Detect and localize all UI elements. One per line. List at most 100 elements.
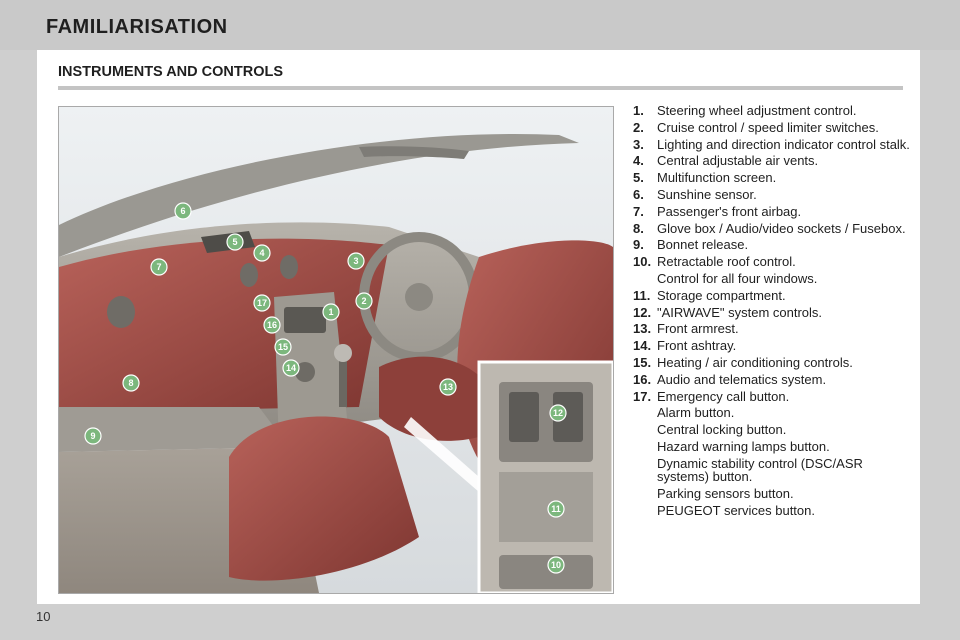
legend-item-text: PEUGEOT services button. bbox=[657, 502, 815, 518]
svg-text:7: 7 bbox=[156, 262, 161, 272]
legend-item-number: 5. bbox=[633, 170, 644, 186]
svg-text:12: 12 bbox=[553, 408, 563, 418]
callout-9: 9 bbox=[84, 427, 102, 445]
legend-sub-item: PEUGEOT services button. bbox=[633, 504, 915, 518]
header-bar bbox=[0, 0, 960, 50]
legend-item-number: 8. bbox=[633, 220, 644, 236]
legend-item-number: 13. bbox=[633, 321, 652, 337]
steering-hub bbox=[405, 283, 433, 311]
legend-sub-item: Central locking button. bbox=[633, 423, 915, 437]
legend-item: 6. Sunshine sensor. bbox=[633, 188, 915, 202]
legend-item-number: 7. bbox=[633, 203, 644, 219]
legend-item-text: Control for all four windows. bbox=[657, 270, 818, 286]
legend-item-text: Retractable roof control. bbox=[657, 254, 796, 270]
callout-15: 15 bbox=[274, 338, 292, 356]
page-heading: FAMILIARISATION bbox=[46, 16, 228, 38]
legend-item-text: Bonnet release. bbox=[657, 237, 749, 253]
legend-item-text: Emergency call button. bbox=[657, 388, 790, 404]
legend-sub-item: Parking sensors button. bbox=[633, 487, 915, 501]
legend-item: 4.Central adjustable air vents. bbox=[633, 154, 915, 168]
svg-text:2: 2 bbox=[361, 296, 366, 306]
legend-sub-item: Alarm button. bbox=[633, 406, 915, 420]
svg-text:8: 8 bbox=[128, 378, 133, 388]
legend-item-number: 1. bbox=[633, 103, 644, 118]
svg-text:3: 3 bbox=[353, 256, 358, 266]
legend-item-text: Passenger's front airbag. bbox=[657, 203, 802, 219]
svg-text:11: 11 bbox=[551, 504, 561, 514]
legend-sub-item: Control for all four windows. bbox=[633, 272, 915, 286]
svg-text:10: 10 bbox=[551, 560, 561, 570]
window-switch-left bbox=[509, 392, 539, 442]
legend-item-number: 15. bbox=[633, 354, 652, 370]
callout-10: 10 bbox=[547, 556, 565, 574]
audio-unit bbox=[284, 307, 326, 333]
callout-5: 5 bbox=[226, 233, 244, 251]
roof-control-panel bbox=[499, 555, 593, 589]
legend-item-text: Glove box / Audio/video sockets / Fusebo… bbox=[657, 220, 906, 236]
legend-item: 5. Multifunction screen. bbox=[633, 171, 915, 185]
callout-14: 14 bbox=[282, 359, 300, 377]
legend-item: 16. Audio and telematics system. bbox=[633, 373, 915, 387]
side-air-vent bbox=[107, 296, 135, 328]
svg-text:16: 16 bbox=[267, 320, 277, 330]
svg-text:14: 14 bbox=[286, 363, 296, 373]
gear-knob bbox=[334, 344, 352, 362]
svg-text:4: 4 bbox=[259, 248, 264, 258]
legend-item: 12."AIRWAVE" system controls. bbox=[633, 305, 915, 320]
central-air-vent-right bbox=[280, 255, 298, 279]
svg-text:15: 15 bbox=[278, 342, 288, 352]
central-air-vent-left bbox=[240, 263, 258, 287]
legend-item-number: 14. bbox=[633, 338, 652, 354]
callout-16: 16 bbox=[263, 316, 281, 334]
legend-item-number: 11. bbox=[633, 287, 651, 303]
legend-item-number: 4. bbox=[633, 153, 644, 169]
heating-controls bbox=[295, 362, 315, 382]
legend-item-text: Front armrest. bbox=[657, 321, 739, 337]
svg-text:17: 17 bbox=[257, 298, 267, 308]
callout-13: 13 bbox=[439, 378, 457, 396]
legend-item-text: Storage compartment. bbox=[657, 287, 786, 303]
legend-item: 15.Heating / air conditioning controls. bbox=[633, 356, 915, 370]
storage-compartment-panel bbox=[499, 472, 593, 542]
legend-item: 2.Cruise control / speed limiter switche… bbox=[633, 121, 915, 135]
legend-item-text: Steering wheel adjustment control. bbox=[657, 103, 857, 118]
glove-box bbox=[59, 407, 289, 452]
legend-item-number: 2. bbox=[633, 119, 644, 135]
legend-item-text: Multifunction screen. bbox=[657, 170, 777, 186]
cabin-illustration: 1 2 3 4 5 6 7 bbox=[58, 106, 614, 594]
legend-item: 13. Front armrest. bbox=[633, 322, 915, 336]
svg-text:6: 6 bbox=[180, 206, 185, 216]
passenger-seat bbox=[229, 416, 419, 581]
legend-item-text: Hazard warning lamps button. bbox=[657, 438, 830, 454]
callout-3: 3 bbox=[347, 252, 365, 270]
legend-item-number: 9. bbox=[633, 237, 644, 253]
legend-item-text: Sunshine sensor. bbox=[657, 186, 757, 202]
front-armrest bbox=[379, 356, 489, 441]
callout-7: 7 bbox=[150, 258, 168, 276]
svg-text:1: 1 bbox=[328, 307, 333, 317]
page-number: 10 bbox=[36, 609, 51, 624]
legend-item-text: Dynamic stability control (DSC/ASR syste… bbox=[657, 455, 863, 485]
callout-11: 11 bbox=[547, 500, 565, 518]
windscreen-frame bbox=[59, 133, 579, 257]
legend-item: 3.Lighting and direction indicator contr… bbox=[633, 137, 915, 152]
legend-item: 1. Steering wheel adjustment control. bbox=[633, 104, 915, 118]
legend-item-number: 16. bbox=[633, 371, 652, 387]
callout-8: 8 bbox=[122, 374, 140, 392]
window-switch-right bbox=[553, 392, 583, 442]
callout-4: 4 bbox=[253, 244, 271, 262]
section-divider bbox=[58, 86, 903, 90]
legend-item: 8. Glove box / Audio/video sockets / Fuse… bbox=[633, 220, 915, 236]
callout-6: 6 bbox=[174, 202, 192, 220]
legend-item: 7. Passenger's front airbag. bbox=[633, 205, 915, 219]
gear-lever bbox=[339, 357, 347, 407]
callout-17: 17 bbox=[253, 294, 271, 312]
legend-item-text: Alarm button. bbox=[657, 405, 735, 421]
cabin-drawing: 1 2 3 4 5 6 7 bbox=[59, 107, 613, 593]
callout-12: 12 bbox=[549, 404, 567, 422]
legend-sub-item: Hazard warning lamps button. bbox=[633, 440, 915, 454]
legend-item-text: Audio and telematics system. bbox=[657, 371, 827, 387]
legend-item-number: 6. bbox=[633, 186, 644, 202]
legend-item-number: 17. bbox=[633, 388, 652, 404]
legend-sub-item: Dynamic stability control (DSC/ASR syste… bbox=[633, 457, 915, 484]
